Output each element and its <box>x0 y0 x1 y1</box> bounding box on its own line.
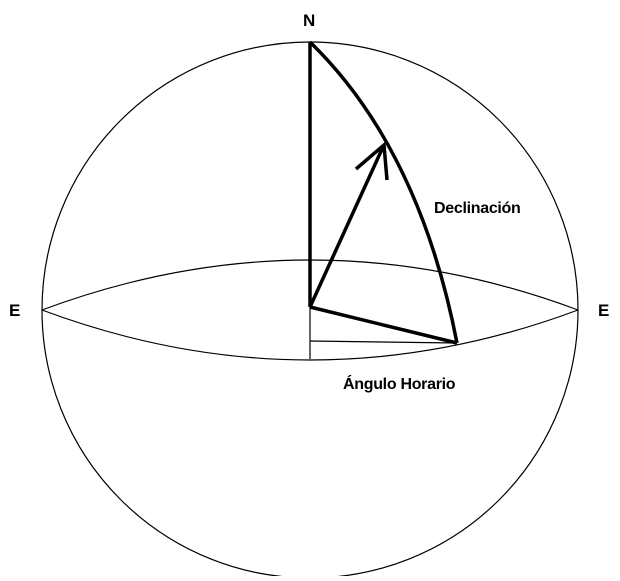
arrowhead-icon <box>354 141 389 181</box>
hour-angle-chord <box>309 340 458 344</box>
hour-circle-arc <box>308 40 459 344</box>
north-pole-label: N <box>303 11 316 30</box>
equator-front-arc <box>41 309 579 361</box>
east-left-label: E <box>9 301 21 320</box>
east-right-label: E <box>598 301 610 320</box>
star-direction-vector <box>308 146 385 308</box>
hour-angle-label: Ángulo Horario <box>343 376 456 393</box>
equatorial-radius <box>309 305 458 345</box>
declination-label: Declinación <box>434 200 521 217</box>
